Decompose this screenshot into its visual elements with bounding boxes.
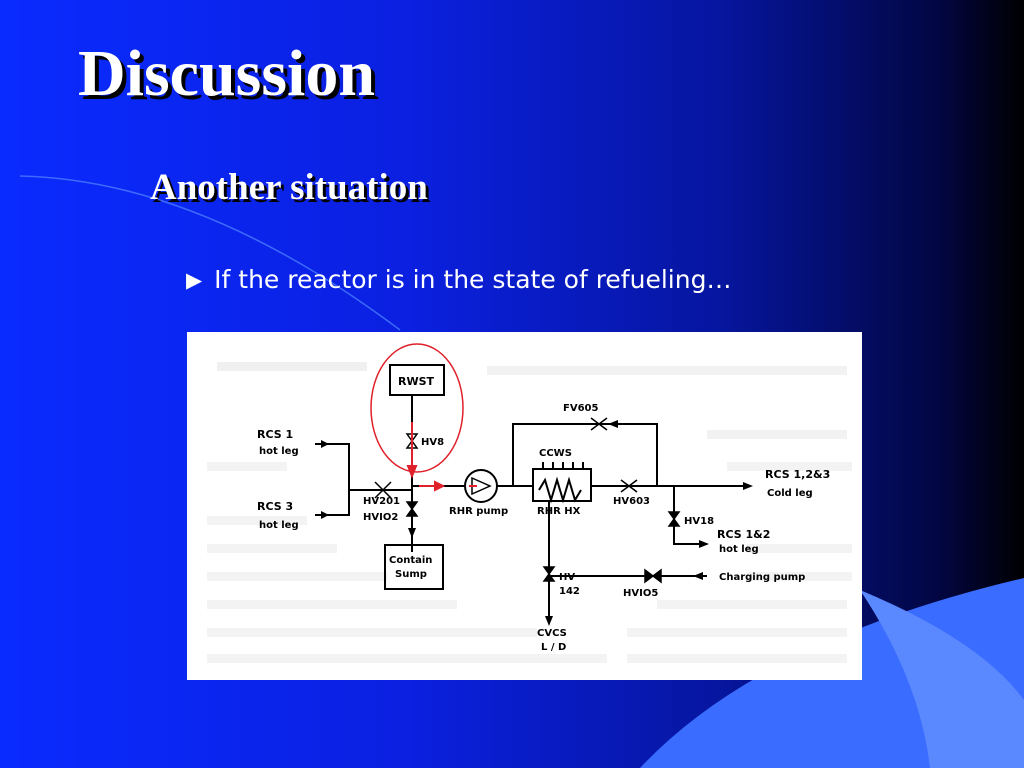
rcs123-label: RCS 1,2&3 <box>765 468 830 481</box>
hv142-label-b: 142 <box>559 586 580 597</box>
background-text-lines <box>207 362 852 663</box>
cvcs-label: CVCS <box>537 628 567 639</box>
highlight-circle <box>370 343 464 473</box>
slide-title: Discussion <box>78 37 376 110</box>
sump-label: Sump <box>395 569 427 580</box>
cold-leg-label: Cold leg <box>767 488 813 499</box>
hv102-label: HVIO2 <box>363 512 398 523</box>
triangle-right-icon: ▶ <box>186 267 203 292</box>
cvcs-sub-label: L / D <box>541 642 566 653</box>
hv105-label: HVIO5 <box>623 588 658 599</box>
ccws-label: CCWS <box>539 448 572 459</box>
hv142-label-a: HV <box>559 572 575 583</box>
rhr-hx-label: RHR HX <box>537 506 581 517</box>
rcs12-sub-label: hot leg <box>719 544 759 555</box>
contain-label: Contain <box>389 555 432 566</box>
hv18-label: HV18 <box>684 516 714 527</box>
rcs1-label: RCS 1 <box>257 428 293 441</box>
fv605-label: FV605 <box>563 403 598 414</box>
rcs12-label: RCS 1&2 <box>717 528 770 541</box>
hv8-label: HV8 <box>421 437 444 448</box>
rcs3-sub-label: hot leg <box>259 520 299 531</box>
system-diagram: RWST HV8 RCS 1 hot leg RCS 3 hot leg HV2… <box>187 332 862 680</box>
slide-subtitle: Another situation <box>150 167 428 208</box>
hv603-label: HV603 <box>613 496 650 507</box>
rcs3-label: RCS 3 <box>257 500 293 513</box>
rcs1-sub-label: hot leg <box>259 446 299 457</box>
bullet-item: ▶ If the reactor is in the state of refu… <box>186 265 731 294</box>
rhr-pump-label: RHR pump <box>449 506 508 517</box>
charging-pump-label: Charging pump <box>719 572 805 583</box>
bullet-text: If the reactor is in the state of refuel… <box>214 265 732 294</box>
hv201-label: HV201 <box>363 496 400 507</box>
rwst-label: RWST <box>398 375 435 388</box>
diagram-svg: RWST HV8 RCS 1 hot leg RCS 3 hot leg HV2… <box>207 343 852 663</box>
